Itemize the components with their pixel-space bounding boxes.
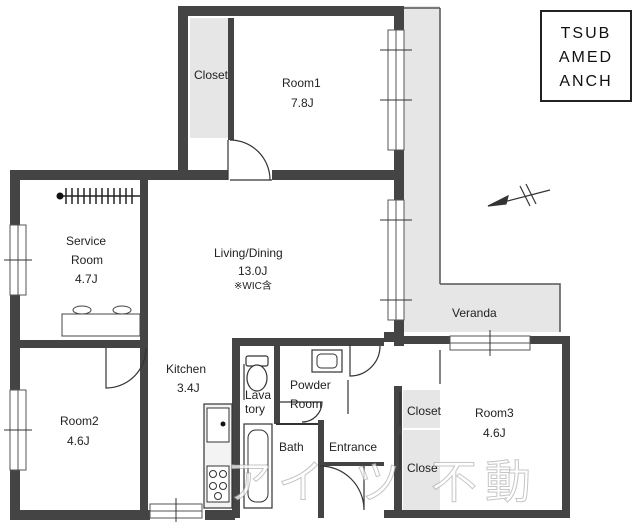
powder-room-label-2: Room <box>290 397 323 411</box>
room3-size: 4.6J <box>483 426 506 440</box>
room2-name: Room2 <box>60 414 99 428</box>
kitchen-size: 3.4J <box>177 381 200 395</box>
stove <box>206 465 230 503</box>
logo-line-2: AMED <box>558 49 614 66</box>
living-dining-size: 13.0J <box>238 264 268 278</box>
veranda-label: Veranda <box>452 306 497 320</box>
mullions <box>4 49 491 522</box>
service-room-name-1: Service <box>66 234 107 248</box>
powder-room-label-1: Powder <box>290 378 331 392</box>
entrance-step <box>324 462 384 466</box>
logo-line-3: ANCH <box>559 73 613 90</box>
window-ticks <box>17 30 530 512</box>
lavatory-label-1: Lava <box>245 388 272 402</box>
closet-right-area <box>403 390 440 428</box>
hanger-rail <box>60 188 140 204</box>
room1-size: 7.8J <box>291 96 314 110</box>
living-dining-name: Living/Dining <box>214 246 283 260</box>
veranda-railing <box>404 7 561 332</box>
powder-basin-inner <box>316 353 338 369</box>
hanger-dot <box>56 192 64 200</box>
sink-drain <box>220 421 226 427</box>
room1-name: Room1 <box>282 76 321 90</box>
bath-label: Bath <box>279 440 304 454</box>
sliding-doors <box>347 350 441 470</box>
stool-right <box>112 305 132 315</box>
stool-left <box>72 305 92 315</box>
closet-bottom-label: Close <box>407 461 438 475</box>
service-room-size: 4.7J <box>75 272 98 286</box>
kitchen-sink <box>206 407 230 443</box>
veranda-area <box>404 6 560 332</box>
brand-logo: TSUB AMED ANCH <box>540 10 632 102</box>
closet-right-label: Closet <box>407 404 442 418</box>
entrance-label: Entrance <box>329 440 378 454</box>
living-dining-note: ※WIC含 <box>234 281 272 292</box>
doors <box>105 139 381 511</box>
lavatory-label-2: tory <box>245 402 266 416</box>
closet-top-area <box>190 18 228 138</box>
bath-tub-inner <box>247 429 269 503</box>
north-arrow-icon <box>487 183 551 207</box>
room2-size: 4.6J <box>67 434 90 448</box>
room3-name: Room3 <box>475 406 514 420</box>
service-room-name-2: Room <box>71 253 104 267</box>
walls <box>10 6 570 520</box>
kitchen-name: Kitchen <box>166 362 207 376</box>
watermark: アイ ツ 不動 <box>226 455 539 510</box>
closet-top-label: Closet <box>194 68 229 82</box>
closet-bottom-area <box>403 430 440 516</box>
service-counter <box>61 313 141 337</box>
toilet <box>245 355 269 392</box>
logo-line-1: TSUB <box>560 25 612 42</box>
